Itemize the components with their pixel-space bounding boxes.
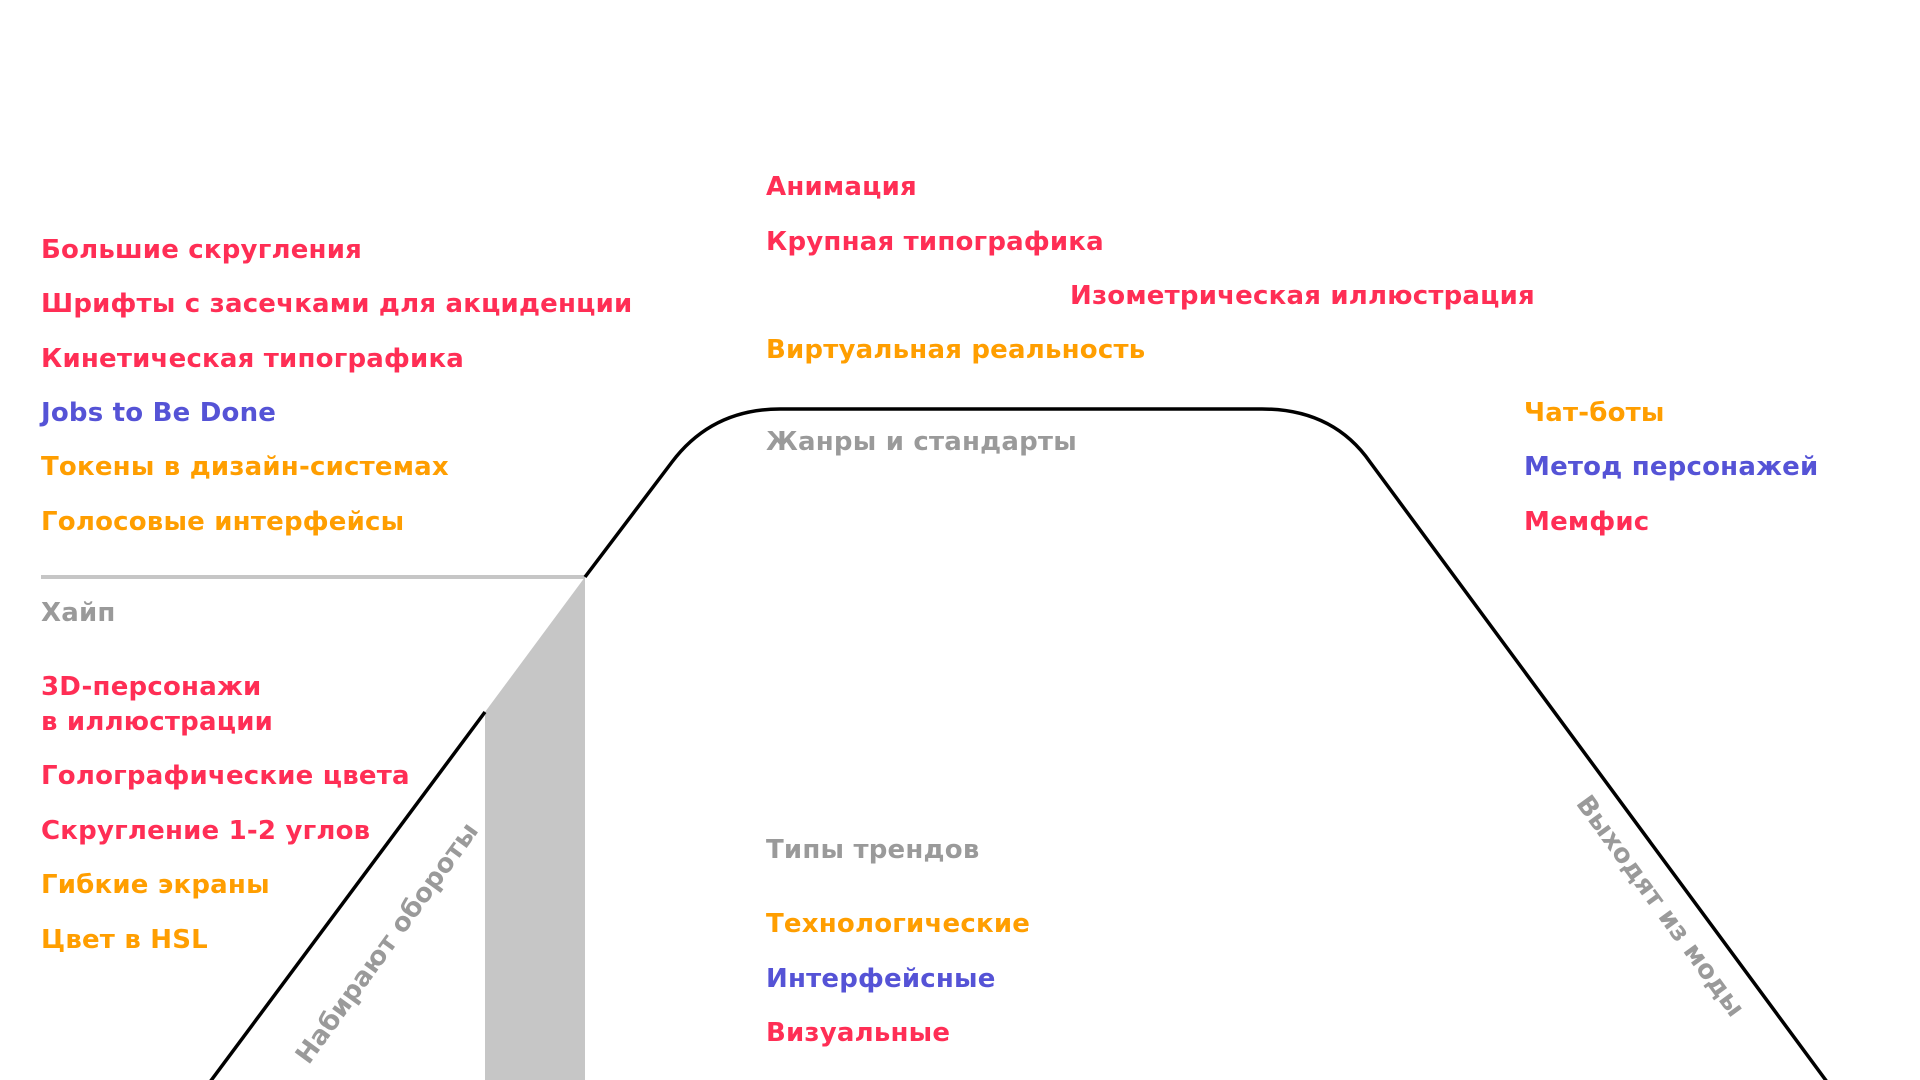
- trend-label: Голографические цвета: [41, 761, 410, 791]
- trend-label: Мемфис: [1524, 507, 1650, 537]
- trend-label: Цвет в HSL: [41, 925, 208, 955]
- curve-left-lower: [209, 710, 487, 1080]
- trend-label: Большие скругления: [41, 235, 363, 265]
- legend-title: Типы трендов: [766, 835, 980, 865]
- trend-label: Голосовые интерфейсы: [41, 507, 405, 537]
- trend-label: Кинетическая типографика: [41, 344, 465, 374]
- hype-zone-fill: [485, 577, 585, 1080]
- trend-label-line2: в иллюстрации: [41, 707, 274, 737]
- trend-label: Jobs to Be Done: [41, 398, 277, 428]
- trend-label: Гибкие экраны: [41, 870, 270, 900]
- trend-label: Анимация: [766, 172, 917, 202]
- legend-item-interface: Интерфейсные: [766, 964, 996, 994]
- phase-label-standards: Жанры и стандарты: [766, 427, 1077, 457]
- trend-label: Токены в дизайн-системах: [41, 452, 449, 482]
- trend-label: Шрифты с засечками для акциденции: [41, 289, 633, 319]
- trend-label: Крупная типографика: [766, 227, 1104, 257]
- phase-label-hype: Хайп: [41, 598, 116, 628]
- trend-label: Изометрическая иллюстрация: [1070, 281, 1535, 311]
- trend-label: Виртуальная реальность: [766, 335, 1146, 365]
- trend-label: 3D-персонажи: [41, 672, 262, 702]
- legend-item-technological: Технологические: [766, 909, 1031, 939]
- trend-label: Скругление 1-2 углов: [41, 816, 371, 846]
- trend-label: Чат-боты: [1524, 398, 1665, 428]
- trend-label: Метод персонажей: [1524, 452, 1819, 482]
- legend-item-visual: Визуальные: [766, 1018, 951, 1048]
- curve-main: [583, 407, 1828, 1080]
